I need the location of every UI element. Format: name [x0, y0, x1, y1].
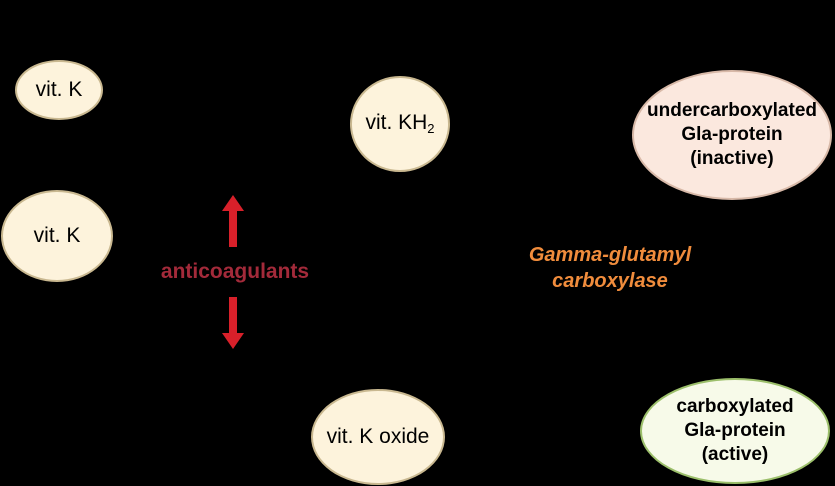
vit-k-label-left: vit. K	[33, 224, 81, 248]
undercarboxylated-line-2: Gla-protein	[681, 124, 783, 146]
undercarboxylated-line-1: undercarboxylated	[647, 100, 817, 122]
vit-kh2-subscript: 2	[427, 121, 435, 137]
vit-k-node-top: vit. K	[15, 60, 103, 120]
vit-k-label-top: vit. K	[35, 78, 83, 102]
carboxylated-line-1: carboxylated	[676, 396, 794, 418]
enzyme-line-2: carboxylase	[552, 270, 668, 292]
vit-k-oxide-node: vit. K oxide	[311, 389, 445, 485]
vit-kh2-text: vit. KH	[365, 111, 428, 135]
arrow-up-icon	[222, 195, 244, 247]
gamma-glutamyl-carboxylase-label: Gamma-glutamyl carboxylase	[510, 242, 710, 294]
vit-kh2-node: vit. KH2	[350, 76, 450, 172]
undercarboxylated-label: undercarboxylated Gla-protein (inactive)	[647, 99, 817, 170]
carboxylated-line-2: Gla-protein	[684, 420, 786, 442]
undercarboxylated-gla-protein-node: undercarboxylated Gla-protein (inactive)	[632, 70, 832, 200]
enzyme-line-1: Gamma-glutamyl	[528, 244, 692, 266]
vit-k-oxide-label: vit. K oxide	[326, 425, 430, 449]
undercarboxylated-line-3: (inactive)	[690, 147, 774, 169]
vit-kh2-label: vit. KH2	[365, 111, 434, 136]
arrow-down-icon	[222, 297, 244, 349]
vit-k-node-left: vit. K	[1, 190, 113, 282]
anticoagulants-label: anticoagulants	[160, 260, 310, 283]
carboxylated-gla-protein-node: carboxylated Gla-protein (active)	[640, 378, 830, 484]
carboxylated-line-3: (active)	[701, 443, 769, 465]
carboxylated-label: carboxylated Gla-protein (active)	[676, 395, 793, 466]
